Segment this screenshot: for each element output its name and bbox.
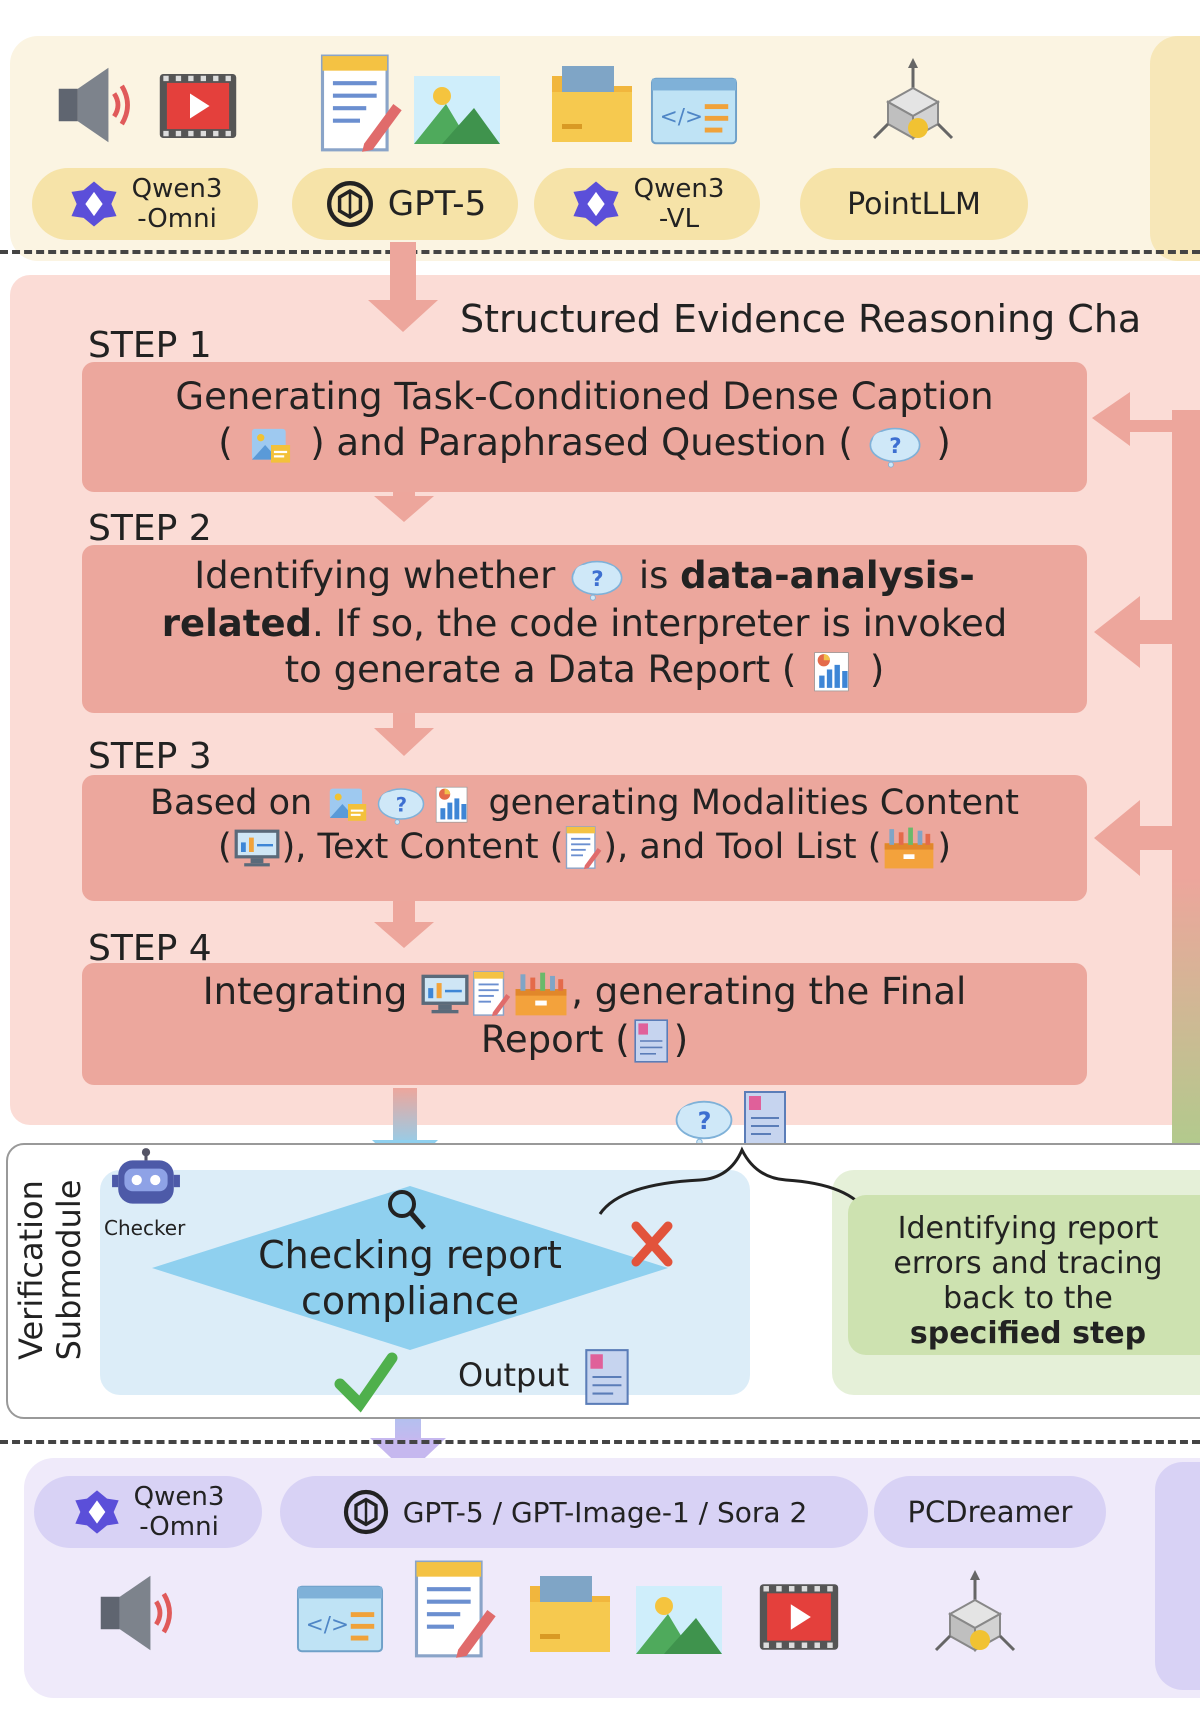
folder-icon (526, 1568, 616, 1658)
step-3-label: STEP 3 (88, 736, 212, 777)
step-4-text: , generating the Final (571, 970, 967, 1013)
code-window-icon (296, 1584, 384, 1654)
output-panel-side-tab (1155, 1462, 1200, 1690)
step-1-label: STEP 1 (88, 325, 212, 366)
document-icon (412, 1560, 496, 1660)
feedback-line (1172, 410, 1200, 1190)
step-2-bold-text: related (161, 601, 313, 645)
model-name: GPT-5 (387, 184, 487, 224)
reasoning-chain-title: Structured Evidence Reasoning Cha (460, 297, 1142, 341)
model-pill-qwen3-omni: Qwen3-Omni (32, 168, 258, 240)
model-pill-gpt5: GPT-5 (292, 168, 518, 240)
output-label: Output (458, 1356, 570, 1394)
section-divider-top (0, 250, 1200, 254)
openai-icon (341, 1487, 391, 1537)
error-tracing-text: specified step (909, 1316, 1147, 1351)
step-2-text: to generate a Data Report ( (284, 647, 797, 691)
model-name: Qwen3 (133, 1482, 225, 1512)
step-2-text: ) (869, 647, 885, 691)
model-pill-pointllm: PointLLM (800, 168, 1028, 240)
step-4-label: STEP 4 (88, 928, 212, 969)
step-1-text: ( (218, 421, 233, 464)
qwen-icon (72, 1487, 122, 1537)
model-name: -Omni (137, 204, 217, 234)
model-pill-qwen3-vl: Qwen3-VL (534, 168, 760, 240)
checker-label: Checker (104, 1216, 186, 1240)
step-1-box: Generating Task-Conditioned Dense Captio… (82, 362, 1087, 492)
model-name: Qwen3 (633, 174, 725, 204)
error-tracing-box: Identifying report errors and tracing ba… (848, 1195, 1200, 1355)
audio-icon (92, 1570, 184, 1656)
check-diamond-label: Checking report compliance (230, 1232, 590, 1324)
arrow-step1-to-step2 (374, 496, 434, 522)
model-pill-qwen3-omni-output: Qwen3-Omni (34, 1476, 262, 1548)
step-4-text: Report ( (480, 1017, 630, 1061)
feedback-arrow-step2 (1094, 596, 1200, 668)
model-name: -VL (658, 204, 700, 234)
step-2-box: Identifying whether is data-analysis- re… (82, 545, 1087, 713)
step-3-text: ( (217, 827, 232, 867)
step-3-text: Based on (150, 783, 313, 823)
magnifier-icon (388, 1190, 416, 1218)
model-name: -Omni (139, 1512, 219, 1542)
arrow-step3-to-step4 (374, 922, 434, 948)
step-2-text: is (638, 554, 669, 597)
input-panel-side-tab (1150, 36, 1200, 261)
arrow-shaft (390, 242, 416, 304)
reject-cross-icon (631, 1221, 673, 1267)
step-2-label: STEP 2 (88, 508, 212, 549)
arrow-head (368, 300, 438, 332)
model-pill-gpt5-image-sora: GPT-5 / GPT-Image-1 / Sora 2 (280, 1476, 868, 1548)
brace-connector (598, 1146, 870, 1215)
step-3-text: ), and Tool List ( (603, 827, 882, 867)
step-2-text: . If so, the code interpreter is invoked (312, 601, 1008, 645)
section-divider-bottom (0, 1440, 1200, 1444)
step-3-box: Based on generating Modalities Content (… (82, 775, 1087, 901)
step-1-text: Generating Task-Conditioned Dense Captio… (175, 375, 994, 418)
model-name: PCDreamer (907, 1495, 1073, 1529)
feedback-arrow-step1 (1092, 392, 1200, 446)
step-4-text: ) (673, 1017, 689, 1061)
check-diamond-text: Checking report (258, 1233, 562, 1277)
video-icon (758, 1580, 840, 1654)
approve-check-icon (334, 1352, 398, 1413)
final-report-icon (582, 1346, 634, 1408)
image-icon (634, 1584, 724, 1656)
model-name: PointLLM (847, 186, 981, 222)
step-3-text: ) (937, 827, 952, 867)
check-diamond-text: compliance (300, 1279, 520, 1323)
step-1-text: ) (936, 421, 951, 464)
point-cloud-3d-icon (930, 1570, 1020, 1660)
error-tracing-text: Identifying report (897, 1211, 1159, 1246)
feedback-arrow-step3 (1094, 800, 1200, 876)
step-3-text: ), Text Content ( (281, 827, 564, 867)
model-name: GPT-5 / GPT-Image-1 / Sora 2 (402, 1495, 808, 1529)
step-2-bold-text: data-analysis- (680, 554, 975, 597)
model-name: Qwen3 (131, 174, 223, 204)
step-1-text: ) and Paraphrased Question ( (310, 421, 853, 464)
model-pill-pcdreamer: PCDreamer (874, 1476, 1106, 1548)
step-2-text: Identifying whether (194, 554, 556, 597)
arrow-output-down (370, 1438, 446, 1474)
error-tracing-text: back to the (943, 1281, 1113, 1316)
check-diamond (152, 1186, 668, 1350)
error-tracing-text: errors and tracing (893, 1246, 1163, 1281)
arrow-step2-to-step3 (374, 728, 434, 756)
step-4-text: Integrating (202, 970, 408, 1013)
step-4-box: Integrating , generating the Final Repor… (82, 963, 1087, 1085)
step-3-text: generating Modalities Content (488, 783, 1019, 823)
